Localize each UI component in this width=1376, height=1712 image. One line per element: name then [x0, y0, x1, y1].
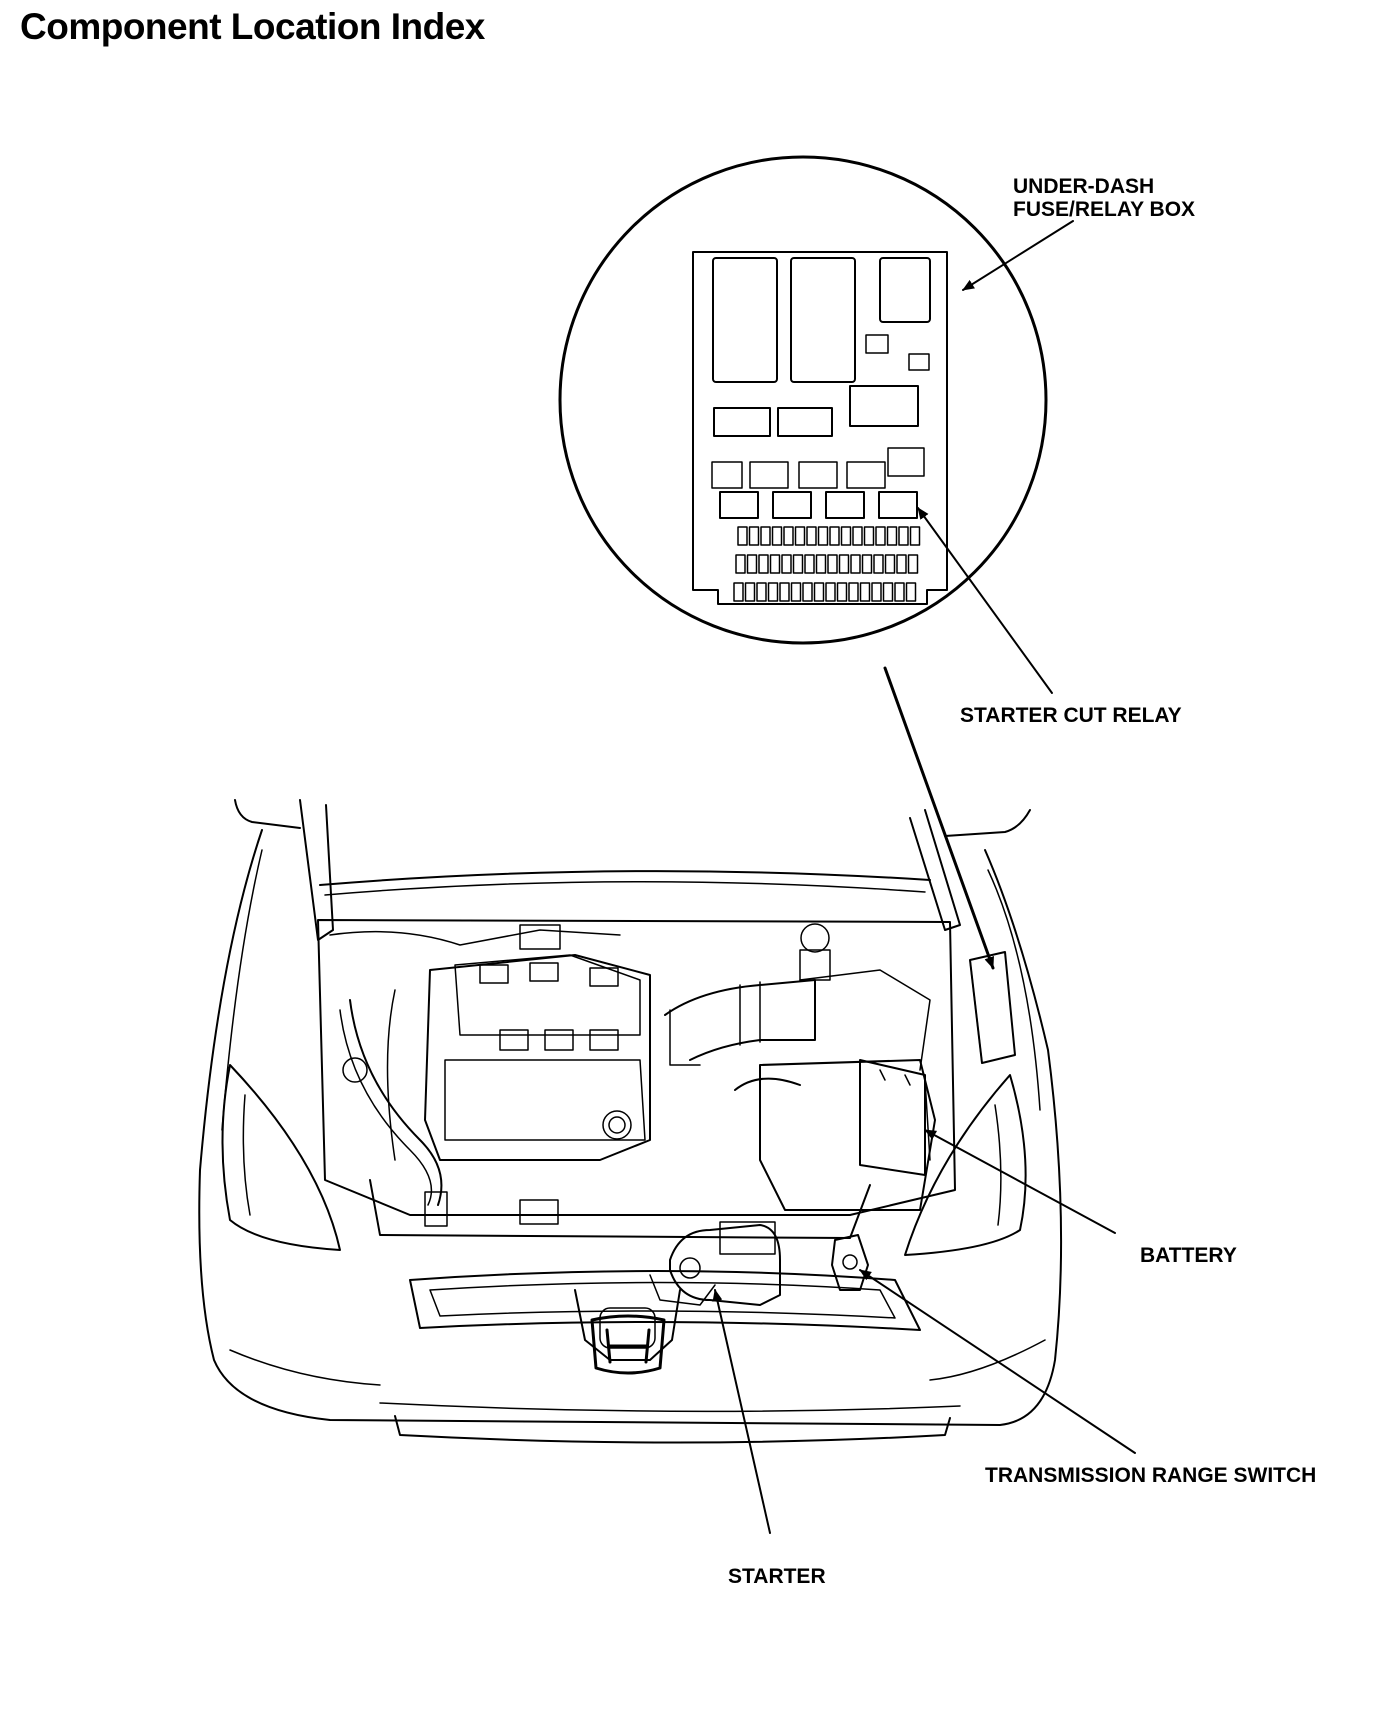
- fuse-slot: [863, 526, 875, 546]
- transmission-range-switch: [831, 1234, 869, 1291]
- fuse-slot: [817, 526, 829, 546]
- fuse-slot: [827, 554, 838, 574]
- fuse-slot: [838, 554, 850, 574]
- open-hood: [234, 799, 1031, 941]
- fuse-slot: [771, 526, 783, 546]
- fuse-slot: [804, 554, 815, 574]
- fuse-slot: [792, 554, 804, 574]
- label-battery: BATTERY: [1140, 1244, 1237, 1267]
- fuse-slot: [905, 582, 917, 602]
- battery: [859, 1059, 931, 1176]
- fuse-slot: [882, 582, 894, 602]
- engine-bay: [317, 919, 956, 1216]
- oil-cap: [602, 1110, 632, 1140]
- fuse-slot: [790, 582, 802, 602]
- fuse-slot: [760, 526, 771, 546]
- zoom-detail-circle: [558, 155, 1048, 645]
- fuse-slot: [859, 582, 871, 602]
- under-dash-fuse-relay-box: [692, 251, 948, 605]
- large-relay: [712, 257, 778, 383]
- fuse-slot: [815, 554, 827, 574]
- fuse-slot: [873, 554, 884, 574]
- fuse-slot: [779, 582, 790, 602]
- fuse-slot: [852, 526, 863, 546]
- fuse-slot: [886, 526, 898, 546]
- leader-transmission-range-switch: [859, 1269, 1136, 1454]
- leader-lines: [712, 220, 1136, 1534]
- fuse-slot: [783, 526, 794, 546]
- fuse-slot: [767, 582, 779, 602]
- fuse-slot: [825, 582, 836, 602]
- right-headlight: [904, 1074, 1027, 1256]
- front-grille: [409, 1270, 921, 1361]
- fuse-slot: [848, 582, 859, 602]
- fuse-slot: [748, 526, 760, 546]
- fuse-slot: [836, 582, 848, 602]
- starter-cut-relay: [878, 491, 918, 519]
- fuse-slot: [875, 526, 886, 546]
- leader-starter-cut-relay: [917, 507, 1053, 694]
- fuse-slot: [884, 554, 896, 574]
- small-relay: [879, 257, 931, 323]
- car-front-view: [198, 799, 1063, 1444]
- fuse-slot: [758, 554, 769, 574]
- fuse-slot: [871, 582, 882, 602]
- fuse-slot: [794, 526, 806, 546]
- label-transmission-range-switch: TRANSMISSION RANGE SWITCH: [985, 1464, 1316, 1487]
- label-starter-cut-relay: STARTER CUT RELAY: [960, 704, 1182, 727]
- fuse-slot: [744, 582, 756, 602]
- fuse-slot: [781, 554, 792, 574]
- air-intake: [664, 969, 936, 1211]
- leader-fuse-box: [962, 220, 1074, 291]
- fuse-slot: [909, 526, 921, 546]
- fuse-slot: [735, 554, 746, 574]
- large-relay: [790, 257, 856, 383]
- fuse-slot: [894, 582, 905, 602]
- fuse-slot: [733, 582, 744, 602]
- fuse-slot: [756, 582, 767, 602]
- leader-battery: [924, 1129, 1116, 1234]
- label-fuse-box-line1: UNDER-DASH: [1013, 175, 1154, 198]
- leader-zoom-to-car: [883, 666, 995, 970]
- page-title: Component Location Index: [20, 6, 485, 47]
- fuse-slot: [769, 554, 781, 574]
- label-starter: STARTER: [728, 1565, 826, 1588]
- left-headlight: [221, 1064, 341, 1251]
- fuse-slot: [802, 582, 813, 602]
- starter: [649, 1221, 781, 1306]
- fuse-slot: [746, 554, 758, 574]
- fuse-slot: [840, 526, 852, 546]
- fuse-slot: [907, 554, 919, 574]
- fuse-slot: [737, 526, 748, 546]
- air-cleaner-box: [759, 1059, 936, 1211]
- fuse-slot: [861, 554, 873, 574]
- fuse-slot: [896, 554, 907, 574]
- fuse-slot: [813, 582, 825, 602]
- label-fuse-box-line2: FUSE/RELAY BOX: [1013, 198, 1195, 221]
- leader-starter: [712, 1289, 771, 1534]
- honda-logo-icon: [590, 1314, 666, 1375]
- fuse-grid: [733, 526, 921, 602]
- fuse-slot: [829, 526, 840, 546]
- fuse-slot: [898, 526, 909, 546]
- engine: [329, 923, 831, 1206]
- fuse-slot: [850, 554, 861, 574]
- fuse-slot: [806, 526, 817, 546]
